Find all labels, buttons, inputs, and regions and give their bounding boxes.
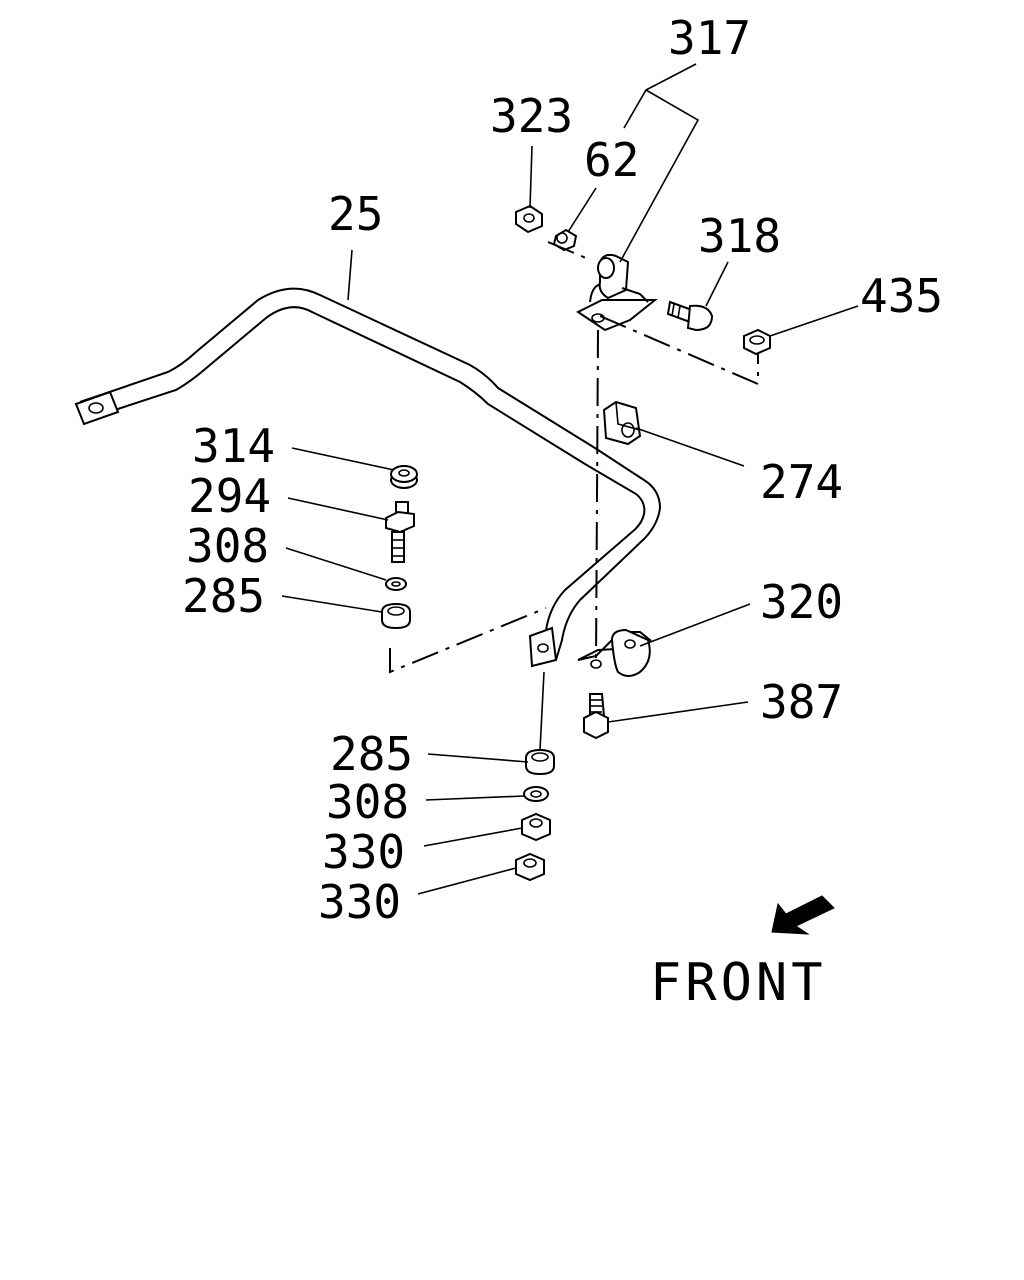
label-435: 435	[860, 269, 943, 323]
label-320: 320	[760, 575, 843, 629]
nut-330a	[521, 812, 551, 842]
bushing-285b	[525, 748, 555, 776]
bolt-318	[666, 300, 714, 332]
bushing-285a	[381, 602, 411, 630]
label-285-lower: 285	[330, 727, 413, 781]
bushing-274	[602, 400, 642, 446]
label-330-upper: 330	[322, 825, 405, 879]
stud-294	[385, 501, 415, 563]
bracket-320	[577, 628, 652, 677]
bolt-387	[583, 693, 609, 740]
nut-435	[743, 328, 771, 356]
label-317: 317	[668, 11, 751, 65]
nut-330b	[515, 852, 545, 882]
label-294: 294	[188, 469, 271, 523]
label-285-upper: 285	[182, 569, 265, 623]
part-labels: 317 323 62 25 318 435 314 294 308 285 27…	[182, 11, 943, 1013]
label-62: 62	[584, 133, 639, 187]
label-274: 274	[760, 455, 843, 509]
stabilizer-bar	[74, 287, 662, 668]
washer-314	[390, 465, 418, 489]
bracket-317	[576, 253, 658, 332]
label-25: 25	[328, 187, 383, 241]
assembly-lines	[389, 241, 759, 751]
label-308-lower: 308	[326, 775, 409, 829]
label-318: 318	[698, 209, 781, 263]
label-387: 387	[760, 675, 843, 729]
label-308-upper: 308	[186, 519, 269, 573]
nut-323	[515, 204, 543, 234]
leader-lines	[281, 63, 859, 895]
washer-308b	[523, 786, 549, 802]
front-label: FRONT	[650, 953, 827, 1013]
label-323: 323	[490, 89, 573, 143]
front-arrow-icon	[771, 895, 835, 935]
label-330-lower: 330	[318, 875, 401, 929]
washer-308a	[385, 577, 407, 591]
label-314: 314	[192, 419, 275, 473]
